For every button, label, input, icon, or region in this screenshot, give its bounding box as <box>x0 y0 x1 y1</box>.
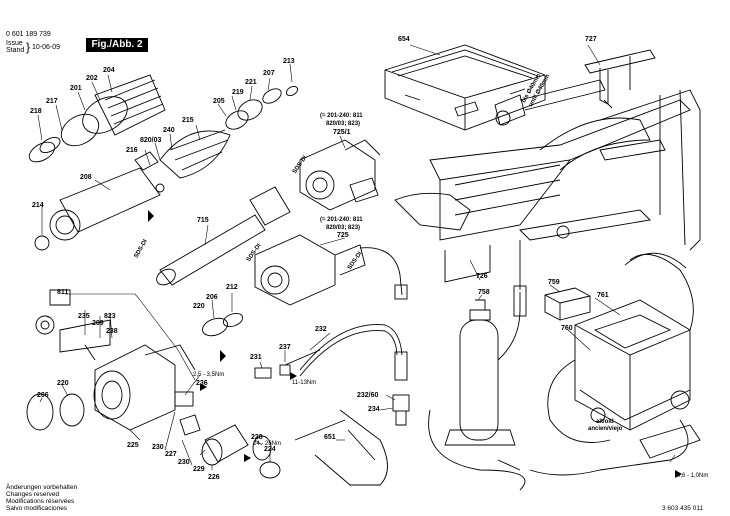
label-226: 226 <box>208 474 220 481</box>
label-220-lower: 220 <box>57 380 69 387</box>
label-206-upper: 206 <box>206 294 218 301</box>
stand-label: Stand <box>6 47 25 54</box>
alt-note-line2: ancien/viejo <box>588 426 623 432</box>
figure-label: Fig./Abb. 2 <box>86 38 148 52</box>
water-tank-drawing <box>428 285 527 491</box>
label-230-lower: 230 <box>178 459 190 466</box>
side-handle-drawing <box>294 409 388 486</box>
water-hose-drawing <box>254 324 410 426</box>
label-205: 205 <box>213 98 225 105</box>
label-201: 201 <box>70 85 82 92</box>
drill-stand-bracket <box>494 49 656 126</box>
label-230-upper: 230 <box>152 444 164 451</box>
label-232-60: 232/60 <box>357 392 379 399</box>
label-217: 217 <box>46 98 58 105</box>
label-235: 235 <box>78 313 90 320</box>
label-206-lower: 206 <box>37 392 49 399</box>
label-726: 726 <box>476 273 488 280</box>
label-238: 238 <box>106 328 118 335</box>
drill-stand-body <box>394 89 701 290</box>
label-219: 219 <box>232 89 244 96</box>
vacuum-cleaner-drawing <box>497 252 701 476</box>
alt-note-line1: alt/old <box>596 419 614 425</box>
range-note-lower-line2: 820/03; 823) <box>326 225 361 231</box>
label-234: 234 <box>368 406 380 413</box>
label-759: 759 <box>548 279 560 286</box>
label-237: 237 <box>279 344 291 351</box>
label-216: 216 <box>126 147 138 154</box>
label-758: 758 <box>478 289 490 296</box>
label-212: 212 <box>226 284 238 291</box>
label-202: 202 <box>86 75 98 82</box>
label-811: 811 <box>57 289 69 296</box>
label-207: 207 <box>263 70 275 77</box>
label-225: 225 <box>127 442 139 449</box>
label-213: 213 <box>283 58 295 65</box>
label-228: 228 <box>251 434 263 441</box>
label-725: 725 <box>337 232 349 239</box>
label-760: 760 <box>561 325 573 332</box>
gear-parts-drawing <box>26 289 281 479</box>
label-231: 231 <box>250 354 262 361</box>
torque-markers <box>148 210 682 478</box>
brace: } <box>26 40 31 54</box>
label-761: 761 <box>597 292 609 299</box>
label-220-upper: 220 <box>193 303 205 310</box>
label-224: 224 <box>264 446 276 453</box>
label-236: 236 <box>196 380 208 387</box>
label-218: 218 <box>30 108 42 115</box>
label-651: 651 <box>324 434 336 441</box>
label-204: 204 <box>103 67 115 74</box>
label-208: 208 <box>80 174 92 181</box>
label-715: 715 <box>197 217 209 224</box>
label-214: 214 <box>32 202 44 209</box>
label-727: 727 <box>585 36 597 43</box>
housing-drawing <box>254 139 408 306</box>
label-215: 215 <box>182 117 194 124</box>
label-227: 227 <box>165 451 177 458</box>
issue-label: Issue <box>6 40 23 47</box>
label-232: 232 <box>315 326 327 333</box>
leader-lines <box>37 44 676 470</box>
label-654: 654 <box>398 36 410 43</box>
carrying-case-drawing <box>384 44 546 131</box>
label-823: 823 <box>104 313 116 320</box>
accessory-box-drawing <box>544 287 591 321</box>
torque-note-a: 2,5 - 3,5Nm <box>193 372 225 378</box>
torque-note-b: 11-13Nm <box>292 380 317 386</box>
label-229: 229 <box>193 466 205 473</box>
chuck-parts-drawing <box>28 74 299 251</box>
doc-number: 0 601 189 739 <box>6 31 51 38</box>
torque-note-d: 0,6 - 1,0Nm <box>677 473 709 479</box>
footer-line-4: Salvo modificaciones <box>6 505 68 512</box>
range-note-lower-line1: (= 201-240: 811 <box>320 217 363 223</box>
range-note-upper-line2: 820/03; 823) <box>326 121 361 127</box>
footer-line-1: Änderungen vorbehalten <box>6 484 78 491</box>
label-221: 221 <box>245 79 257 86</box>
footer-part-number: 3 603 435 011 <box>662 505 704 512</box>
footer-line-3: Modifications réservées <box>6 498 75 505</box>
label-820-03: 820/03 <box>140 137 162 144</box>
tool-holder-drawing <box>156 186 291 286</box>
label-240: 240 <box>163 127 175 134</box>
range-note-upper-line1: (= 201-240: 811 <box>320 113 363 119</box>
label-725-1: 725/1 <box>333 129 351 136</box>
footer-line-2: Changes reserved <box>6 491 60 498</box>
issue-date: 10-06-09 <box>32 44 61 51</box>
label-209: 209 <box>92 320 104 327</box>
torque-note-c: 24 - 26Nm <box>253 441 282 447</box>
